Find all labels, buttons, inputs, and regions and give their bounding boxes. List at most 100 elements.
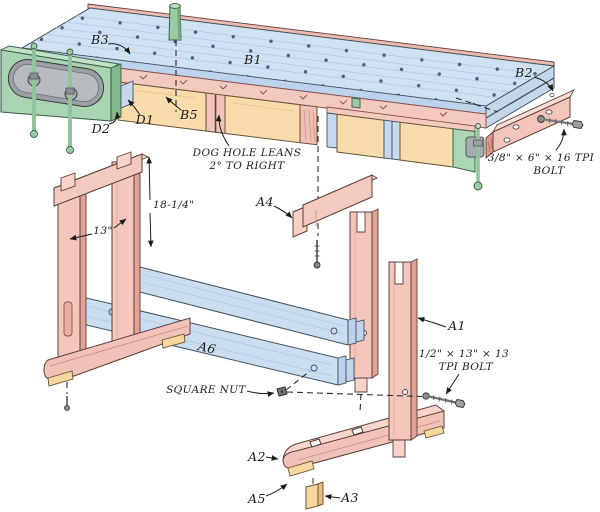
label-b3: B3 xyxy=(90,32,109,47)
label-d2: D2 xyxy=(91,121,111,136)
vise-handle1-knob-bottom xyxy=(30,130,38,138)
dash-leg-to-foot xyxy=(359,393,362,413)
note-bolt-b-line1: 3/8" × 6" × 16 TPI xyxy=(488,152,595,164)
b2-bolt-washer xyxy=(537,115,545,123)
bench-dog xyxy=(168,3,182,41)
leg-rr-tenon xyxy=(354,377,368,393)
rail-a4 xyxy=(292,174,378,269)
leg-rr-side xyxy=(371,208,379,379)
leg-rr-fork-slot xyxy=(356,211,366,233)
callout-arrows xyxy=(107,43,567,500)
bolt-a-head xyxy=(454,399,466,408)
a3-front xyxy=(305,483,319,510)
b2-bolt-shaft xyxy=(543,118,575,126)
alignment-dashes xyxy=(66,40,499,413)
arrow-bolt-b xyxy=(555,128,567,151)
half-inch-bolt xyxy=(422,392,466,408)
front-apron-exploded xyxy=(326,97,485,191)
stretcher-upper-grain1 xyxy=(133,271,345,327)
left-foot-screw-head xyxy=(64,405,70,411)
label-a2: A2 xyxy=(247,449,266,464)
stretcher-upper-tenon xyxy=(355,319,365,343)
foot-left-ridge xyxy=(49,325,189,367)
foot-a2 xyxy=(282,404,445,477)
arrow-d1 xyxy=(127,99,141,116)
arrow-a5 xyxy=(265,483,288,497)
stretcher-a6-tenon xyxy=(345,357,355,383)
pad-block-a3 xyxy=(305,478,324,510)
dash-bolt-line xyxy=(286,391,423,398)
vise-handle2-collar xyxy=(65,87,75,95)
exploded-bench-dog xyxy=(351,97,361,109)
foot-a2-mortise-near xyxy=(309,438,322,448)
foot-pad-a5 xyxy=(287,460,315,477)
vise-handle1-knob-top xyxy=(30,42,38,50)
dim18-arrow-down xyxy=(147,212,154,248)
arrow-square-nut xyxy=(246,390,275,397)
stretcher-a6: A6 xyxy=(77,295,355,386)
leg-rr-front xyxy=(349,211,373,379)
dim-height-text: 18-1/4" xyxy=(153,199,194,211)
a3-side xyxy=(317,481,324,507)
b2-hole2 xyxy=(545,109,553,115)
left-end-frame xyxy=(43,151,191,387)
arrow-b2 xyxy=(533,76,554,92)
benchtop-assembly xyxy=(20,3,556,191)
bench-dog-top xyxy=(169,3,181,9)
leg-a1-fork-slot xyxy=(394,261,404,285)
arrow-a3 xyxy=(324,494,341,500)
foot-a2-front-face xyxy=(282,410,445,470)
leg-l1-front xyxy=(57,191,81,375)
b2-hole-top xyxy=(549,93,555,98)
dash-nut-to-hole xyxy=(285,370,311,391)
note-dog-hole-line2: 2° TO RIGHT xyxy=(208,160,285,172)
exploded-blue-spacer-left xyxy=(326,112,338,149)
dimension-13: 13" xyxy=(69,218,127,241)
foot-left-pad-rear xyxy=(161,333,186,349)
dim13-arrow-right xyxy=(113,218,127,229)
foot-a2-mortise-far xyxy=(351,426,364,436)
note-square-nut: SQUARE NUT xyxy=(166,384,246,396)
stretcher-upper-end xyxy=(347,317,357,346)
arrow-dog-hole xyxy=(215,114,230,147)
arrow-a4 xyxy=(273,205,293,219)
note-dog-hole-line1: DOG HOLE LEANS xyxy=(192,147,302,159)
bolt-a-washer xyxy=(422,392,430,400)
left-foot-screw xyxy=(64,396,70,411)
leg-l1-mortise xyxy=(63,301,73,337)
vise-handle1-collar xyxy=(29,72,39,80)
front-vise xyxy=(0,42,134,154)
b2-bolt-threads xyxy=(549,117,569,127)
bench-dog-shade xyxy=(177,6,181,40)
label-b2: B2 xyxy=(514,65,533,80)
rail-left-tenon1 xyxy=(60,172,76,192)
label-a4: A4 xyxy=(255,194,274,209)
apron-end-hatch xyxy=(303,109,316,143)
leg-a1-bolt-hole xyxy=(402,389,408,395)
foot-pad-right xyxy=(423,425,445,439)
dim18-arrow-up xyxy=(146,156,152,201)
label-a1: A1 xyxy=(447,318,466,333)
leg-l2-front xyxy=(111,161,135,346)
stretcher-upper-grain2 xyxy=(133,279,345,335)
note-bolt-a-line2: TPI BOLT xyxy=(439,361,494,373)
rail-left-tenon2 xyxy=(116,151,132,170)
leg-l2-side xyxy=(133,158,141,346)
vise-handle2-knob-bottom xyxy=(66,146,74,154)
b2-hole1 xyxy=(512,124,520,130)
dim-width-text: 13" xyxy=(93,225,112,237)
vise-jaw-side xyxy=(110,63,122,122)
arrow-a1 xyxy=(417,317,447,328)
vise-handle2-knob-top xyxy=(66,48,74,56)
dim13-arrow-left xyxy=(69,233,93,241)
rail-a4-front-face xyxy=(302,174,373,228)
label-b5: B5 xyxy=(179,107,198,122)
leg-l1-side xyxy=(79,188,87,375)
arrow-bolt-a xyxy=(445,373,460,395)
b2-end-hatch xyxy=(487,137,493,153)
b2-hole3 xyxy=(503,137,511,143)
note-bolt-a-line1: 1/2" × 13" × 13 xyxy=(419,348,509,360)
leg-a1-side xyxy=(410,258,418,441)
exploded-tan2 xyxy=(399,121,454,168)
